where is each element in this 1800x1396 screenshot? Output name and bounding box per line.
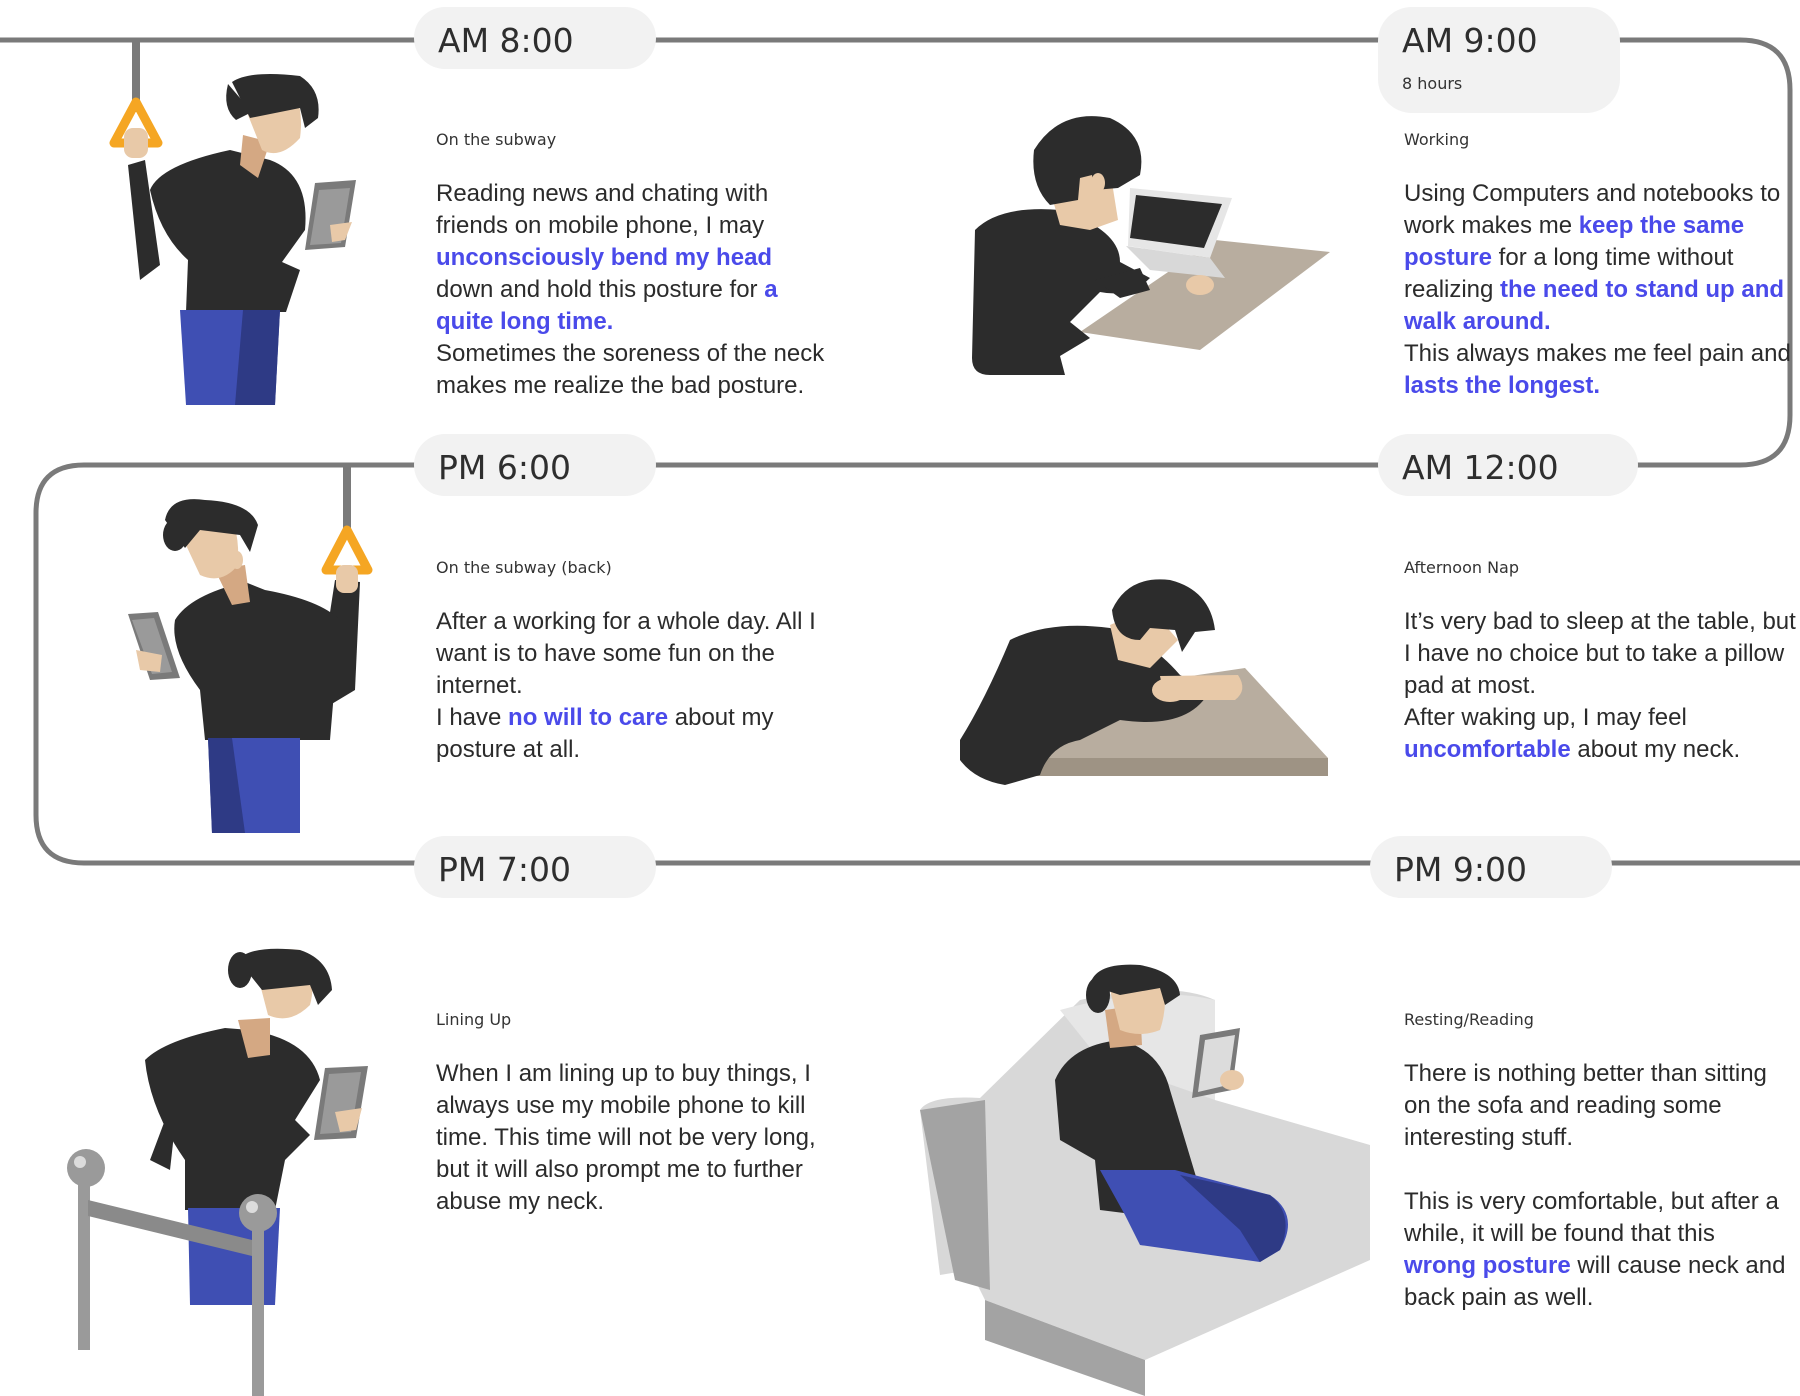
description-text: down and hold this posture for <box>436 276 765 303</box>
highlighted-text: wrong posture <box>1404 1252 1571 1279</box>
event-pm-7: Lining Up When I am lining up to buy thi… <box>436 1010 831 1218</box>
activity-description: Reading news and chating with friends on… <box>436 178 831 402</box>
description-paragraph: This is very comfortable, but after a wh… <box>1404 1186 1789 1314</box>
description-paragraph: There is nothing better than sitting on … <box>1404 1058 1789 1154</box>
queue-phone-icon <box>67 948 368 1396</box>
time-badge-pm-9: PM 9:00 <box>1370 836 1612 898</box>
description-paragraph: I have no will to care about my posture … <box>436 702 831 766</box>
activity-label: Lining Up <box>436 1010 512 1029</box>
timeline-connector <box>0 37 1800 866</box>
description-paragraph: This always makes me feel pain and lasts… <box>1404 338 1799 402</box>
description-text: This is very comfortable, but after a wh… <box>1404 1188 1779 1247</box>
activity-description: After a working for a whole day. All I w… <box>436 606 831 766</box>
highlighted-text: a quite long time. <box>436 276 778 335</box>
highlighted-text: uncomfortable <box>1404 736 1571 763</box>
description-paragraph: Using Computers and notebooks to work ma… <box>1404 178 1799 338</box>
time-label: PM 9:00 <box>1394 850 1527 889</box>
highlighted-text: no will to care <box>508 704 669 731</box>
activity-description: Using Computers and notebooks to work ma… <box>1404 178 1799 402</box>
time-badge-am-12: AM 12:00 <box>1378 434 1638 496</box>
activity-label: Working <box>1404 130 1470 149</box>
event-am-12: Afternoon Nap It’s very bad to sleep at … <box>1404 558 1799 766</box>
time-label: AM 8:00 <box>438 21 574 60</box>
description-paragraph: Sometimes the soreness of the neck makes… <box>436 338 831 402</box>
description-text: This always makes me feel pain and <box>1404 340 1791 367</box>
event-am-9: Working Using Computers and notebooks to… <box>1404 130 1799 402</box>
duration-label: 8 hours <box>1402 74 1463 93</box>
description-paragraph: Reading news and chating with friends on… <box>436 178 831 338</box>
time-label: AM 9:00 <box>1402 21 1538 60</box>
activity-label: On the subway <box>436 130 557 149</box>
highlighted-text: lasts the longest. <box>1404 372 1601 399</box>
event-pm-6: On the subway (back) After a working for… <box>436 558 831 766</box>
subway-back-phone-icon <box>128 465 373 833</box>
nap-on-table-icon <box>960 579 1328 785</box>
activity-description: There is nothing better than sitting on … <box>1404 1058 1789 1314</box>
description-text: When I am lining up to buy things, I alw… <box>436 1060 816 1215</box>
time-label: PM 7:00 <box>438 850 571 889</box>
description-paragraph: After waking up, I may feel uncomfortabl… <box>1404 702 1799 766</box>
description-text: about my posture at all. <box>436 704 774 763</box>
description-text: Reading news and chating with friends on… <box>436 180 769 239</box>
highlighted-text: unconsciously bend my head <box>436 244 773 271</box>
time-badge-am-9: AM 9:00 8 hours <box>1378 7 1620 113</box>
highlighted-text: keep the same posture <box>1404 212 1745 271</box>
description-paragraph: It’s very bad to sleep at the table, but… <box>1404 606 1799 702</box>
time-label: AM 12:00 <box>1402 448 1559 487</box>
description-text: Sometimes the soreness of the neck makes… <box>436 340 825 399</box>
description-text: Using Computers and notebooks to work ma… <box>1404 180 1781 239</box>
description-text: will cause neck and back pain as well. <box>1404 1252 1786 1311</box>
time-badge-pm-6: PM 6:00 <box>414 434 656 496</box>
activity-label: On the subway (back) <box>436 558 612 577</box>
description-paragraph <box>1404 1154 1789 1186</box>
time-badge-am-8: AM 8:00 <box>414 7 656 69</box>
time-label: PM 6:00 <box>438 448 571 487</box>
working-laptop-icon <box>972 116 1330 375</box>
sofa-reading-icon <box>920 964 1370 1396</box>
description-text: I have <box>436 704 509 731</box>
event-pm-9: Resting/Reading There is nothing better … <box>1404 1010 1789 1314</box>
activity-description: It’s very bad to sleep at the table, but… <box>1404 606 1799 766</box>
event-am-8: On the subway Reading news and chating w… <box>436 130 831 402</box>
description-text: There is nothing better than sitting on … <box>1404 1060 1767 1151</box>
activity-label: Resting/Reading <box>1404 1010 1534 1029</box>
time-badge-pm-7: PM 7:00 <box>414 836 656 898</box>
description-text: about my neck. <box>1570 736 1741 763</box>
description-text: After a working for a whole day. All I w… <box>436 608 816 699</box>
description-text: After waking up, I may feel <box>1404 704 1687 731</box>
activity-description: When I am lining up to buy things, I alw… <box>436 1058 831 1218</box>
subway-standing-phone-icon <box>109 40 356 405</box>
description-paragraph: After a working for a whole day. All I w… <box>436 606 831 702</box>
highlighted-text: the need to stand up and walk around. <box>1404 276 1785 335</box>
description-paragraph: When I am lining up to buy things, I alw… <box>436 1058 831 1218</box>
description-text: for a long time without realizing <box>1404 244 1734 303</box>
description-text: It’s very bad to sleep at the table, but… <box>1404 608 1796 699</box>
activity-label: Afternoon Nap <box>1404 558 1520 577</box>
